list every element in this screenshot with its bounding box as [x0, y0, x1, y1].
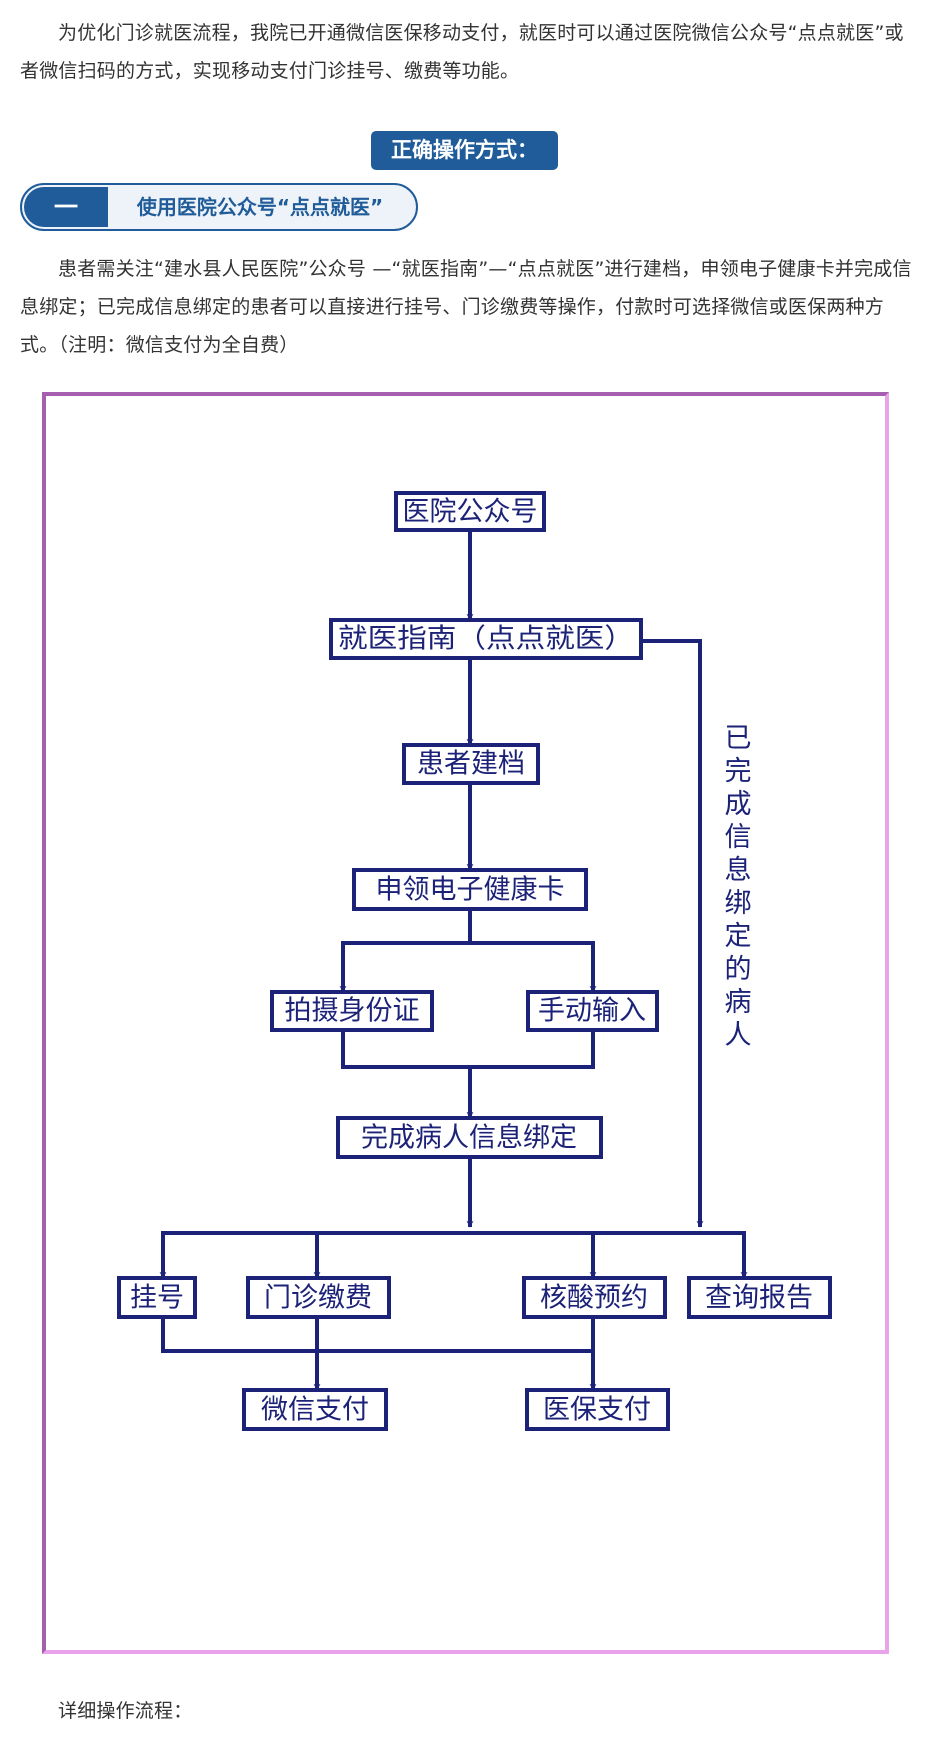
box-registration: [117, 1276, 197, 1319]
section-title: 正确操作方式：: [371, 131, 558, 170]
label-outpatient-payment: 门诊缴费: [264, 1283, 372, 1314]
box-apply-health-card: [352, 868, 588, 911]
connector: [339, 910, 472, 993]
box-hospital-account: [394, 491, 546, 532]
label-query-report: 查询报告: [705, 1283, 813, 1314]
box-wechat-pay: [242, 1388, 388, 1431]
box-medical-insurance-pay: [525, 1388, 670, 1431]
step-header: 一 使用医院公众号“点点就医”: [20, 183, 418, 231]
label-complete-binding: 完成病人信息绑定: [361, 1123, 577, 1154]
box-manual-input: [526, 990, 659, 1032]
label-medical-guide: 就医指南（点点就医）: [338, 624, 634, 655]
connector: [643, 639, 704, 1228]
connector: [470, 941, 595, 992]
step-description: 患者需关注“建水县人民医院”公众号 —“就医指南”—“点点就医”进行建档，申领电…: [20, 258, 912, 356]
box-nucleic-appointment: [522, 1276, 667, 1319]
box-complete-binding: [336, 1116, 603, 1159]
label-create-record: 患者建档: [417, 749, 525, 780]
intro-paragraph: 为优化门诊就医流程，我院已开通微信医保移动支付，就医时可以通过医院微信公众号“点…: [20, 22, 904, 82]
box-query-report: [687, 1276, 832, 1319]
label-nucleic-appointment: 核酸预约: [540, 1283, 648, 1314]
step-title: 使用医院公众号“点点就医”: [136, 195, 384, 219]
label-medical-insurance-pay: 医保支付: [543, 1395, 651, 1426]
label-hospital-account: 医院公众号: [403, 497, 538, 528]
flowchart: 医院公众号 就医指南（点点就医） 患者建档 申领电子健康卡 拍摄身份证 手动输入…: [117, 491, 832, 1431]
connector: [161, 1231, 746, 1278]
label-apply-health-card: 申领电子健康卡: [376, 875, 565, 906]
label-photo-id: 拍摄身份证: [285, 996, 420, 1027]
connector: [161, 1318, 593, 1353]
box-create-record: [402, 743, 540, 785]
bound-patient-label: 已完成信息绑定的病人: [720, 723, 752, 1053]
box-outpatient-payment: [246, 1276, 391, 1319]
label-wechat-pay: 微信支付: [261, 1395, 369, 1426]
connector: [341, 1031, 595, 1069]
step-number: 一: [24, 187, 108, 227]
box-photo-id: [270, 990, 434, 1032]
box-medical-guide: [329, 618, 643, 660]
label-registration: 挂号: [130, 1283, 184, 1314]
label-manual-input: 手动输入: [538, 996, 646, 1027]
detailed-steps-heading: 详细操作流程：: [58, 1700, 193, 1722]
flowchart-frame: 医院公众号 就医指南（点点就医） 患者建档 申领电子健康卡 拍摄身份证 手动输入…: [42, 392, 889, 1654]
